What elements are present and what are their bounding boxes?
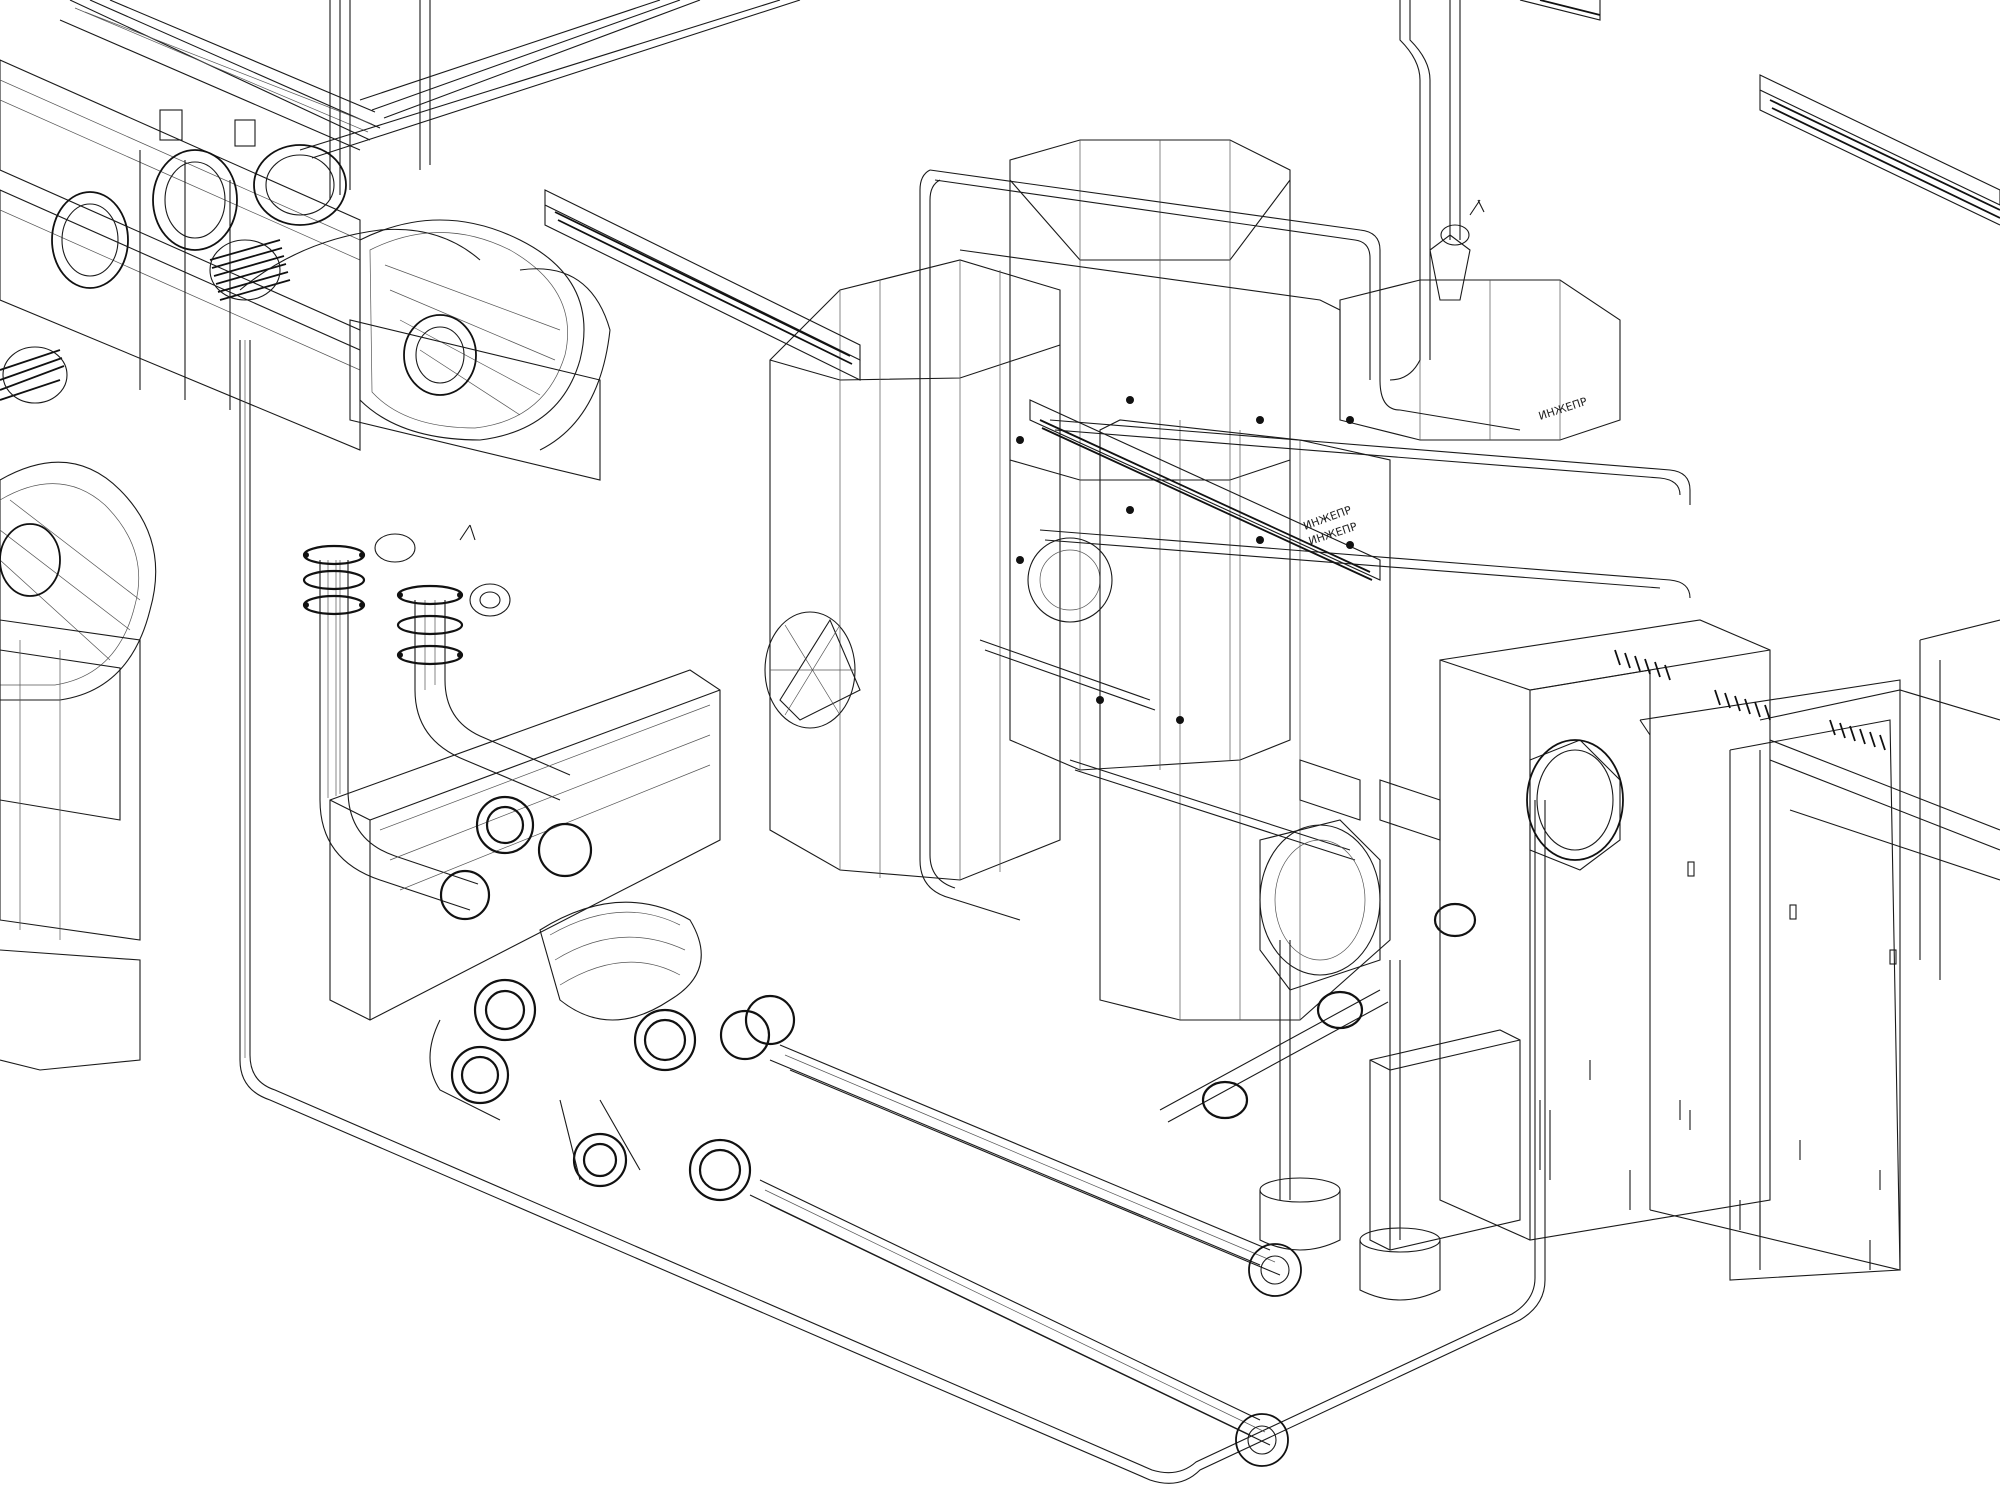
- tank-pipe-network: [919, 0, 1691, 921]
- plate-heat-exchanger: [329, 669, 721, 1021]
- overhead-cable-tray-center: [544, 189, 1381, 581]
- overhead-pipe-bundle-left: [59, 0, 801, 200]
- storage-tank-3: ИНЖЕПР ИНЖЕПР: [1099, 279, 1621, 1021]
- left-header-manifold: [0, 59, 361, 451]
- return-pipe-loop: [239, 340, 1546, 1484]
- electrical-cabinets: [1439, 619, 2000, 1281]
- storage-tank-1: [764, 259, 1061, 881]
- storage-tank-2: ИНЖЕПР: [1009, 139, 1354, 771]
- tank-manhole-right: [1526, 739, 1624, 871]
- expansion-vessel-and-strainers: [1159, 759, 1521, 1301]
- tank-label-3: ИНЖЕПР: [1537, 395, 1589, 423]
- overhead-cable-tray-right: [1519, 0, 2000, 226]
- pump-volute-left: [0, 461, 157, 1071]
- pump-cluster: [429, 795, 1302, 1467]
- pump-volute-top: [239, 219, 611, 481]
- expansion-joints: [0, 239, 291, 404]
- vertical-pipes-with-valves: [302, 524, 571, 911]
